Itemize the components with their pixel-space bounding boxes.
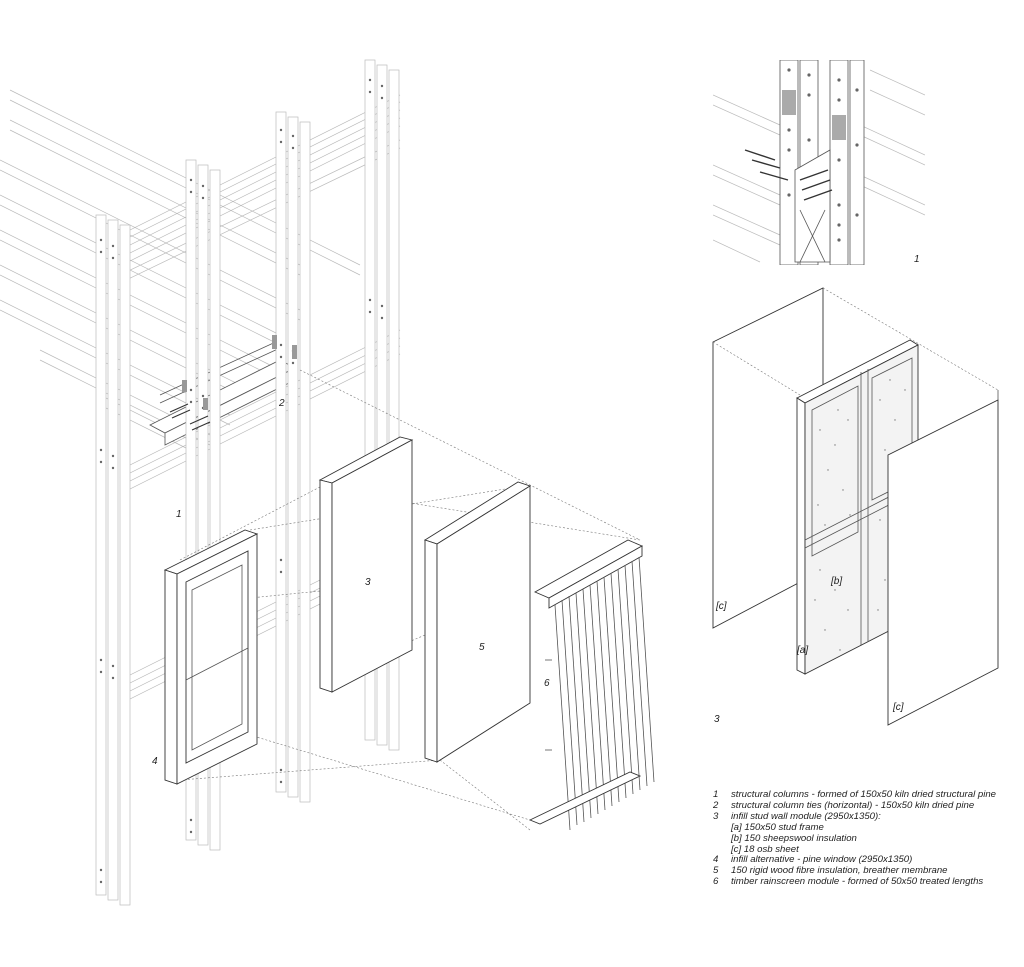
- legend-item: 6 timber rainscreen module - formed of 50…: [713, 876, 1013, 888]
- legend-subitem: [b] 150 sheepswool insulation: [731, 832, 857, 844]
- detail-callout-3: 3: [714, 714, 720, 725]
- stud-wall-detail: [c] [a] [b] [c] 3: [712, 287, 999, 726]
- legend-text: infill stud wall module (2950x1350):: [731, 810, 881, 822]
- legend-number: 3: [713, 810, 719, 822]
- callout-4: 4: [152, 756, 158, 767]
- legend-text: structural column ties (horizontal) - 15…: [731, 799, 975, 811]
- insulation-board: [423, 481, 532, 763]
- legend-item: 1 structural columns - formed of 150x50 k…: [713, 789, 1013, 801]
- connection-detail: 1: [713, 60, 925, 265]
- legend-subitem: [a] 150x50 stud frame: [731, 821, 824, 833]
- callout-3: 3: [365, 577, 371, 588]
- legend-item: 4 infill alternative - pine window (2950x…: [713, 855, 1013, 866]
- tag-b: [b]: [830, 576, 842, 587]
- legend-number: 5: [713, 865, 719, 877]
- stud-wall-module: [318, 436, 414, 693]
- callout-5: 5: [479, 642, 485, 653]
- tag-c-left: [c]: [715, 601, 727, 612]
- callout-6: 6: [544, 678, 550, 689]
- legend-number: 2: [713, 799, 719, 811]
- legend-text: 150 rigid wood fibre insulation, breathe…: [731, 865, 948, 877]
- structural-columns: [95, 59, 400, 906]
- legend-item: 2 structural column ties (horizontal) - 1…: [713, 799, 1013, 812]
- rainscreen-module: [528, 539, 655, 831]
- window-module: [163, 529, 259, 785]
- legend-number: 6: [713, 876, 719, 888]
- legend-number: 4: [713, 854, 719, 866]
- legend-text: infill alternative - pine window (2950x1…: [731, 854, 913, 866]
- callout-2: 2: [278, 398, 285, 409]
- main-axonometric: 1 2 3 4 5 6: [0, 59, 655, 906]
- callout-1: 1: [176, 509, 182, 520]
- legend-item: 3 infill stud wall module (2950x1350):: [713, 810, 1013, 823]
- legend-text: timber rainscreen module - formed of 50x…: [731, 876, 984, 888]
- legend: 1 structural columns - formed of 150x50 k…: [713, 789, 1013, 888]
- legend-item: 5 150 rigid wood fibre insulation, breath…: [713, 865, 1013, 877]
- tag-c-right: [c]: [892, 702, 904, 713]
- detail-callout-1: 1: [914, 254, 920, 265]
- legend-text: structural columns - formed of 150x50 ki…: [731, 789, 997, 800]
- legend-number: 1: [713, 789, 719, 800]
- tag-a: [a]: [796, 645, 808, 656]
- legend-subitem: [c] 18 osb sheet: [731, 843, 799, 855]
